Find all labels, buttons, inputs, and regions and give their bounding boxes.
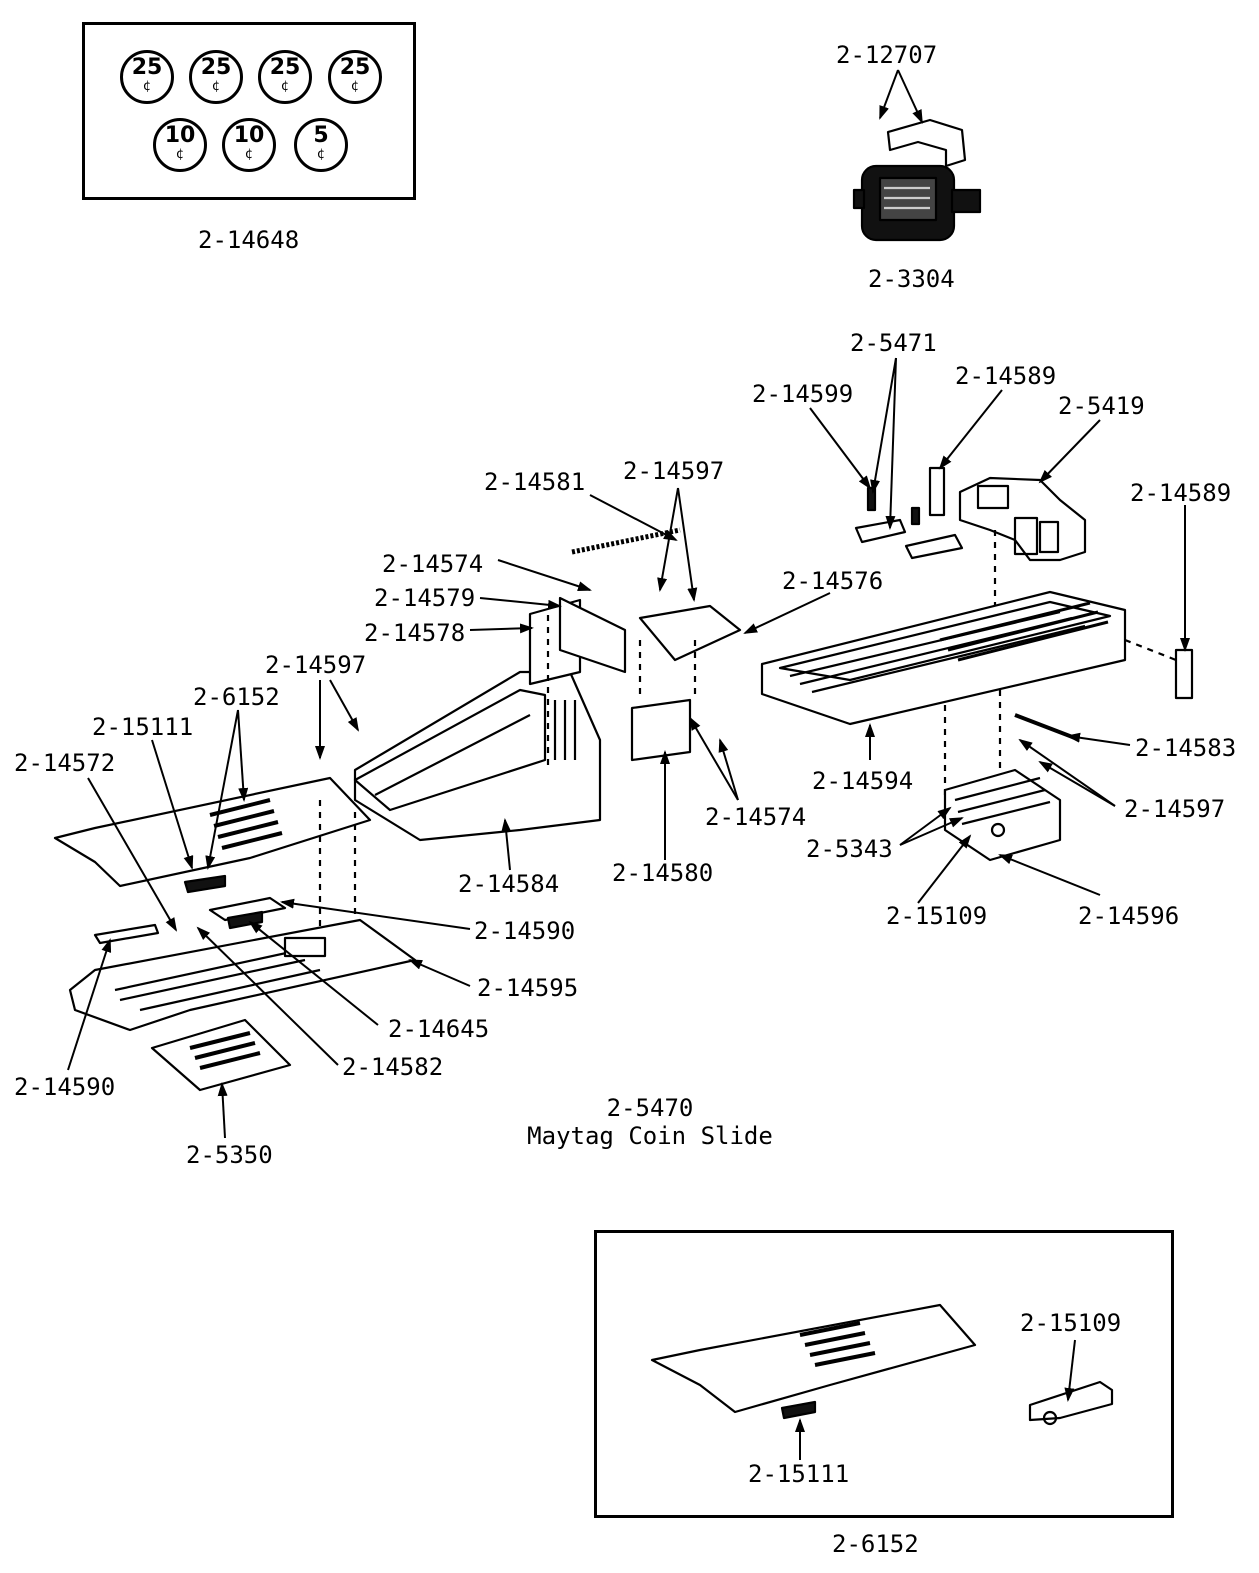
label-2-14583: 2-14583	[1135, 734, 1237, 762]
label-2-14597-right: 2-14597	[1124, 795, 1226, 823]
label-2-14599: 2-14599	[752, 380, 854, 408]
inset-plate-drawing	[650, 1303, 1114, 1426]
label-2-14594: 2-14594	[812, 767, 914, 795]
label-2-14579: 2-14579	[374, 584, 476, 612]
coin-10-1: 10¢	[153, 118, 207, 172]
label-2-14574-top: 2-14574	[382, 550, 484, 578]
label-2-14597-left: 2-14597	[265, 651, 367, 679]
coin-selector-drawing	[943, 768, 1062, 862]
coin-plate-box	[82, 22, 416, 200]
coin-5: 5¢	[294, 118, 348, 172]
inset-part-number: 2-6152	[832, 1530, 919, 1558]
right-slide-drawing	[760, 590, 1194, 800]
label-2-6152: 2-6152	[193, 683, 280, 711]
coin-plate-part-number: 2-14648	[198, 226, 300, 254]
assembly-part-number: 2-5470	[606, 1094, 694, 1122]
label-2-14582: 2-14582	[342, 1053, 444, 1081]
gate-plates-drawing	[528, 527, 742, 770]
label-2-14590-left: 2-14590	[14, 1073, 116, 1101]
coin-25-4: 25¢	[328, 50, 382, 104]
label-2-14597-top: 2-14597	[623, 457, 725, 485]
label-2-15109: 2-15109	[886, 902, 988, 930]
label-2-14572: 2-14572	[14, 749, 116, 777]
coin-25-2: 25¢	[189, 50, 243, 104]
label-2-15111: 2-15111	[92, 713, 194, 741]
coin-25-1: 25¢	[120, 50, 174, 104]
label-2-14596: 2-14596	[1078, 902, 1180, 930]
label-2-5343: 2-5343	[806, 835, 893, 863]
label-2-14581: 2-14581	[484, 468, 586, 496]
inset-label-2-15111: 2-15111	[748, 1460, 850, 1488]
label-2-14576: 2-14576	[782, 567, 884, 595]
pawl-parts-drawing	[854, 466, 964, 560]
label-2-5350: 2-5350	[186, 1141, 273, 1169]
label-2-14589-right: 2-14589	[1130, 479, 1232, 507]
label-2-14578: 2-14578	[364, 619, 466, 647]
coin-25-3: 25¢	[258, 50, 312, 104]
inset-label-2-15109: 2-15109	[1020, 1309, 1122, 1337]
slide-base-drawing	[68, 874, 417, 1032]
coin-chute-drawing	[353, 670, 602, 842]
assembly-name: Maytag Coin Slide	[527, 1122, 773, 1150]
label-2-14584: 2-14584	[458, 870, 560, 898]
inset-box	[594, 1230, 1174, 1518]
label-2-14574-bottom: 2-14574	[705, 803, 807, 831]
slide-cover-drawing	[150, 1018, 292, 1092]
label-2-14590-right: 2-14590	[474, 917, 576, 945]
counter-bracket-label: 2-12707	[836, 41, 938, 69]
label-2-14589-top: 2-14589	[955, 362, 1057, 390]
label-2-14645: 2-14645	[388, 1015, 490, 1043]
hood-drawing	[958, 476, 1087, 640]
coin-10-2: 10¢	[222, 118, 276, 172]
label-2-14580: 2-14580	[612, 859, 714, 887]
counter-part-number: 2-3304	[868, 265, 955, 293]
label-2-14595: 2-14595	[477, 974, 579, 1002]
label-2-5471: 2-5471	[850, 329, 937, 357]
counter-drawing	[852, 118, 982, 242]
label-2-5419: 2-5419	[1058, 392, 1145, 420]
